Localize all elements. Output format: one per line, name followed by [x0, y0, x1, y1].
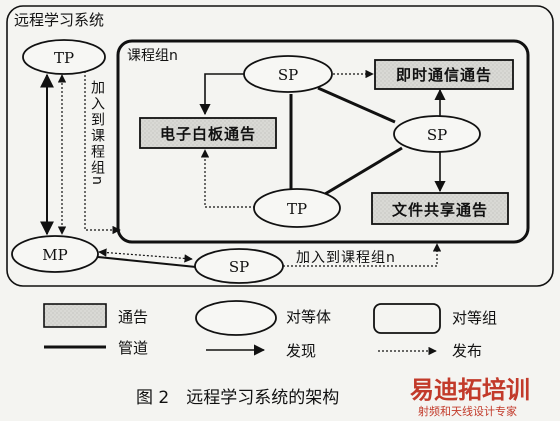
file-share-notice-label: 文件共享通告 [392, 201, 488, 219]
sp-sp-pipe [317, 86, 396, 124]
mp-sp-publish [98, 248, 193, 263]
tp-top-node [22, 39, 106, 75]
legend-peer-swatch [195, 300, 277, 336]
course-group-frame [116, 39, 530, 244]
sp-bottom-label: SP [229, 258, 249, 276]
file-share-notice-box [371, 192, 509, 225]
course-group-label: 课程组n [127, 48, 178, 64]
sp-bottom-node [194, 248, 284, 284]
figure-caption: 图 2 远程学习系统的架构 [136, 388, 339, 408]
sp-group-top-node [243, 55, 333, 93]
im-notice-box [374, 59, 514, 90]
legend-peer-group-swatch [373, 303, 441, 334]
sp-group-right-label: SP [427, 126, 447, 144]
tp-group-label: TP [287, 200, 307, 218]
legend: 通告 管道 对等体 发现 对等组 发布 [43, 300, 497, 360]
legend-notice-label: 通告 [118, 308, 148, 326]
mp-label: MP [42, 246, 67, 264]
mp-sp-pipe [97, 256, 197, 268]
sp-join-publish [283, 243, 442, 267]
join-course-group-vertical-label: 加入到课程组n [89, 80, 105, 187]
watermark: 易迪拓培训 射频和天线设计专家 [410, 376, 530, 418]
whiteboard-notice-box [139, 117, 277, 149]
sp-group-right-node [393, 115, 481, 153]
legend-peer-label: 对等体 [286, 308, 331, 326]
tp-whiteboard-publish [200, 149, 255, 208]
legend-peer-group-label: 对等组 [452, 309, 497, 327]
remote-learning-system-frame [6, 5, 554, 287]
watermark-brand: 易迪拓培训 [410, 376, 530, 404]
legend-pipe-label: 管道 [118, 339, 148, 357]
sp-group-top-label: SP [278, 66, 298, 84]
tp-top-label: TP [54, 49, 74, 67]
legend-discovery-label: 发现 [286, 342, 316, 360]
legend-publish-label: 发布 [452, 342, 482, 360]
tp-group-node [253, 188, 341, 228]
tp-sp-right-pipe [324, 146, 403, 196]
sp-whiteboard-pipe [199, 73, 246, 116]
whiteboard-notice-label: 电子白板通告 [160, 125, 256, 143]
mp-node [11, 235, 99, 273]
legend-notice-swatch [43, 303, 107, 328]
join-course-group-horizontal-label: 加入到课程组n [296, 250, 396, 266]
system-title: 远程学习系统 [14, 11, 104, 29]
im-notice-label: 即时通信通告 [396, 66, 492, 84]
watermark-tagline: 射频和天线设计专家 [418, 404, 517, 418]
